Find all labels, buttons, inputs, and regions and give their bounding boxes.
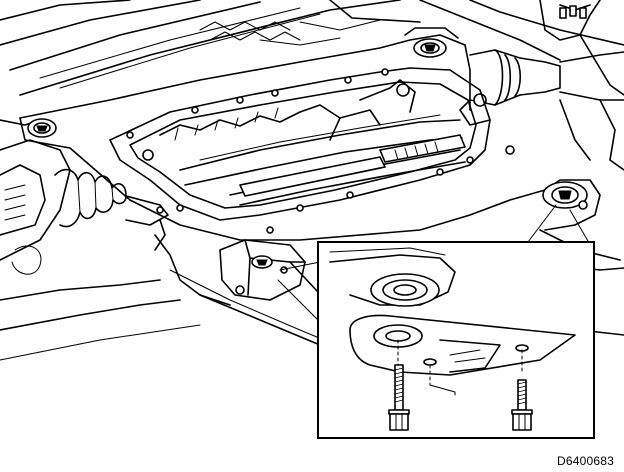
subframe-mount-right — [542, 181, 588, 210]
subframe-crossmember — [109, 67, 515, 234]
right-driveshaft — [459, 0, 624, 171]
vehicle-body-lines — [0, 0, 624, 96]
subframe-mount-left — [27, 118, 57, 138]
subframe-mount-top — [404, 27, 459, 58]
left-driveshaft — [0, 119, 169, 275]
figure-code: D6400683 — [557, 454, 614, 468]
detail-inset — [317, 241, 595, 439]
front-mount-bracket — [219, 239, 319, 301]
